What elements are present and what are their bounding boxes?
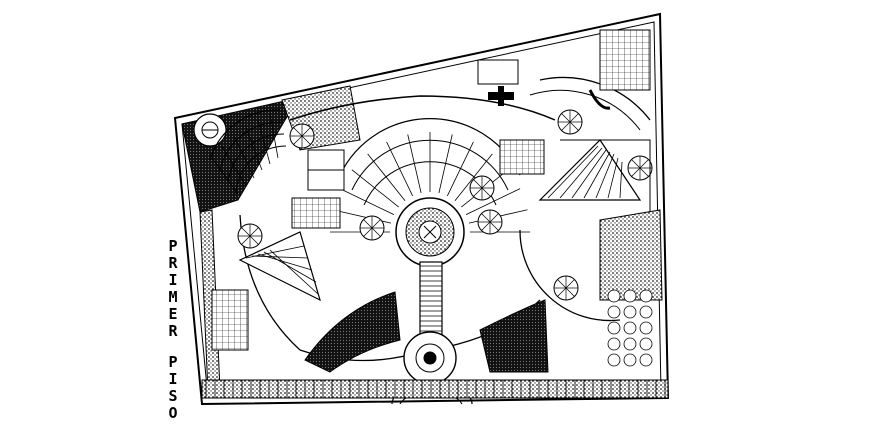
label-letter: I	[168, 370, 178, 388]
corridor-stair	[419, 261, 443, 343]
tree	[607, 353, 621, 367]
tree	[623, 353, 637, 367]
tree	[639, 289, 653, 303]
tree	[639, 353, 653, 367]
rotunda	[359, 215, 385, 241]
bottom-fence	[201, 379, 669, 399]
tree	[639, 305, 653, 319]
right-garden	[599, 209, 663, 367]
label-letter: P	[168, 353, 178, 371]
rotunda	[477, 209, 503, 235]
label-letter: R	[168, 254, 178, 272]
rotunda	[553, 275, 579, 301]
label-letter: I	[168, 271, 178, 289]
label-gap	[162, 340, 184, 354]
central-hall	[330, 118, 530, 267]
label-letter: R	[168, 322, 178, 340]
label-letter: E	[168, 305, 178, 323]
tree	[607, 321, 621, 335]
tree	[607, 289, 621, 303]
label-letter: M	[168, 288, 178, 306]
tree	[623, 337, 637, 351]
tree	[607, 337, 621, 351]
fan-right	[538, 139, 642, 201]
left-rooms	[291, 139, 545, 229]
left-circle-room	[193, 113, 227, 147]
rotunda	[557, 109, 583, 135]
label-letter: S	[168, 387, 178, 405]
tree	[623, 321, 637, 335]
tree	[623, 305, 637, 319]
rotunda	[469, 175, 495, 201]
rotunda	[627, 155, 653, 181]
tree	[639, 337, 653, 351]
top-right-block	[477, 29, 651, 106]
label-letter: O	[168, 404, 178, 422]
lower-dark-plaza	[304, 291, 549, 373]
tree	[639, 321, 653, 335]
tree	[607, 305, 621, 319]
label-letter: P	[168, 237, 178, 255]
fan-left	[211, 231, 321, 351]
rotunda	[289, 123, 315, 149]
entrance-plaza	[391, 331, 473, 405]
floor-label: P R I M E R P I S O	[162, 238, 184, 422]
tree	[623, 289, 637, 303]
left-arc-seating	[209, 109, 287, 195]
rotunda	[237, 223, 263, 249]
